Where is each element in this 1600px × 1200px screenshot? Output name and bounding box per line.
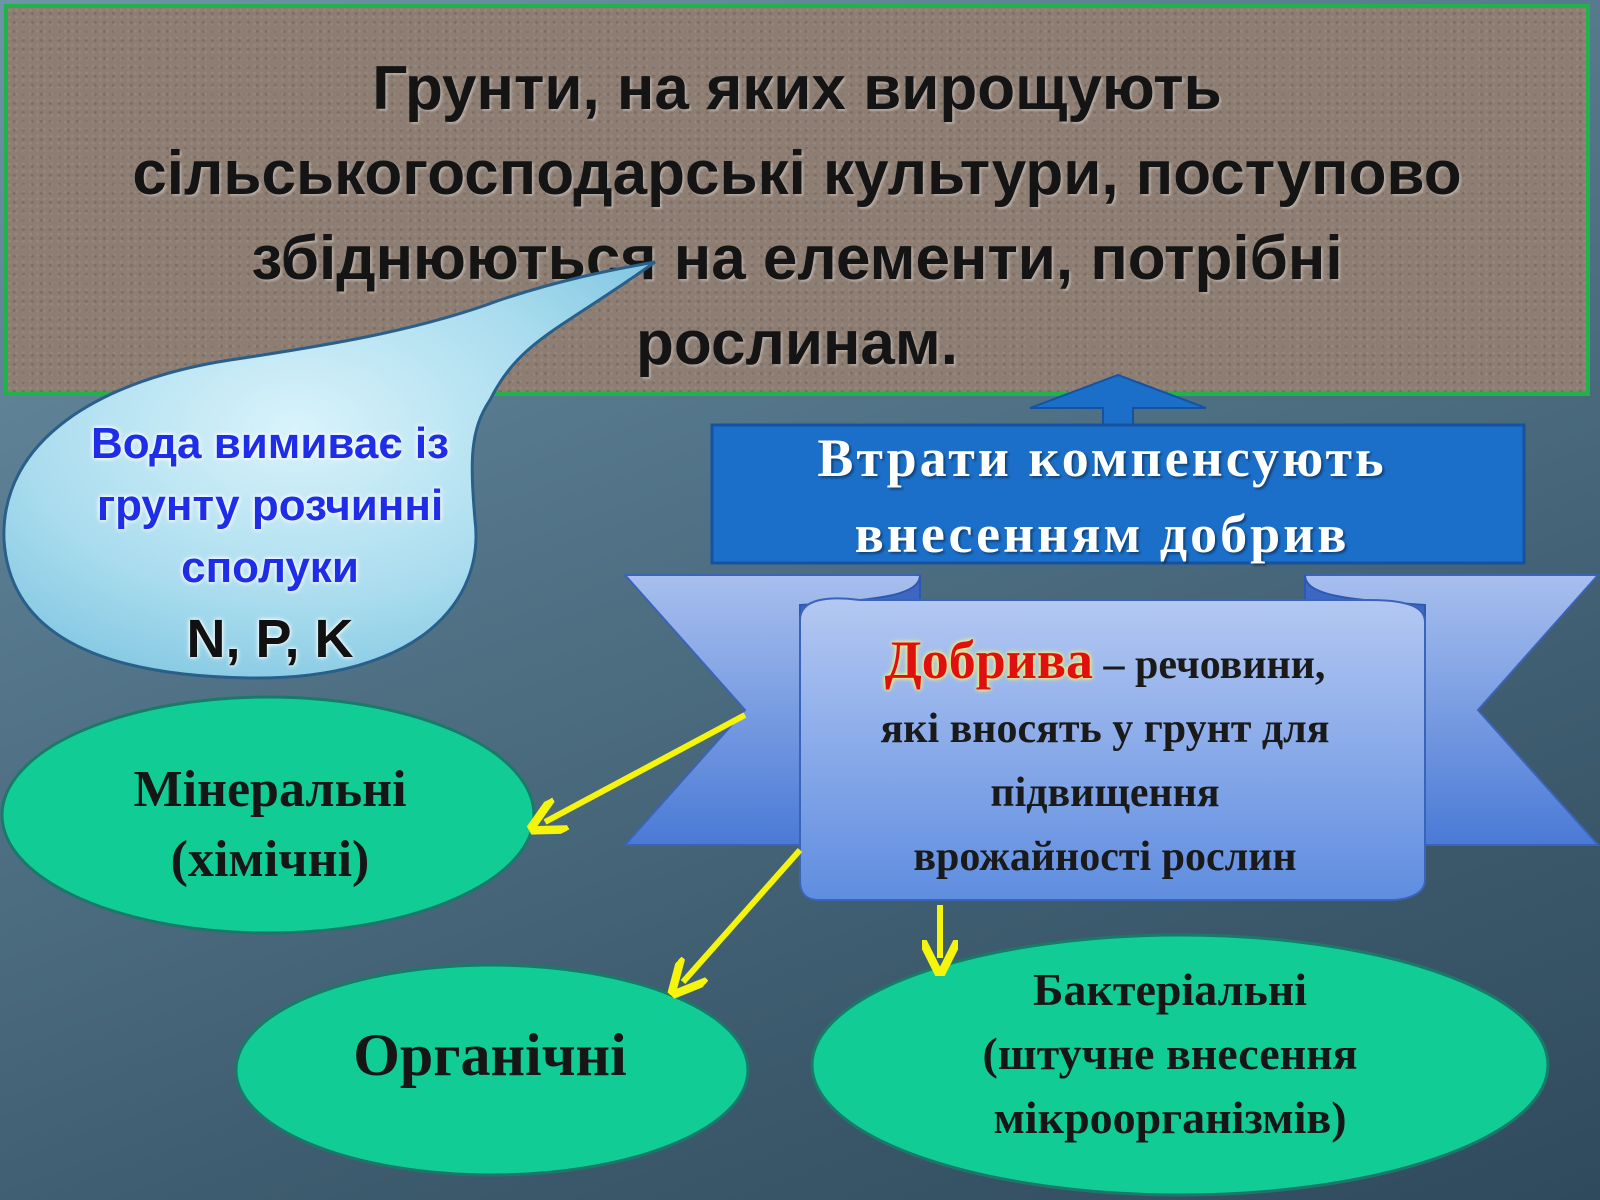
- water-callout-bubble: [2, 260, 656, 680]
- slide-title: Грунти, на яких вирощують сільськогоспод…: [8, 46, 1586, 386]
- definition-line: врожайності рослин: [913, 834, 1297, 880]
- water-line: сполуки: [181, 543, 359, 592]
- mineral-line: (хімічні): [170, 831, 370, 888]
- mineral-label: Мінеральні (хімічні): [60, 755, 480, 895]
- definition-text: Добрива – речовини, які вносять у грунт …: [810, 628, 1400, 889]
- losses-box: [710, 423, 1526, 565]
- definition-term: Добрива: [884, 630, 1094, 690]
- definition-line: які вносять у грунт для: [880, 706, 1330, 752]
- definition-line: підвищення: [990, 770, 1220, 816]
- oval-bacterial: [810, 933, 1550, 1197]
- definition-rest: – речовини,: [1093, 642, 1326, 688]
- losses-line: внесенням добрив: [854, 504, 1350, 564]
- npk-elements: N, P, K: [186, 609, 354, 669]
- oval-organic: [234, 963, 750, 1177]
- definition-scroll: [799, 597, 1426, 901]
- arrow-to-organic: [683, 848, 803, 982]
- definition-first-line: Добрива – речовини,: [810, 628, 1400, 697]
- bacterial-line: (штучне внесення: [982, 1028, 1358, 1079]
- bacterial-label: Бактеріальні (штучне внесення мікроорган…: [860, 958, 1480, 1150]
- losses-text: Втрати компенсують внесенням добрив: [712, 420, 1492, 572]
- mineral-line: Мінеральні: [133, 761, 407, 818]
- title-line: збіднюються на елементи, потрібні: [251, 224, 1343, 293]
- water-line: грунту розчинні: [96, 481, 444, 530]
- title-line: сільськогосподарські культури, поступово: [132, 139, 1462, 208]
- title-line: Грунти, на яких вирощують: [372, 54, 1222, 123]
- losses-line: Втрати компенсують: [817, 428, 1387, 488]
- up-arrow-shape: [1029, 373, 1207, 426]
- water-line: Вода вимиває із: [91, 419, 449, 468]
- bacterial-line: мікроорганізмів): [993, 1092, 1347, 1143]
- soil-title-panel: Грунти, на яких вирощують сільськогоспод…: [4, 4, 1590, 396]
- title-line: рослинам.: [636, 309, 958, 378]
- arrow-to-mineral: [545, 712, 747, 822]
- organic-label: Органічні: [353, 1022, 627, 1088]
- water-callout-text: Вода вимиває із грунту розчинні сполуки: [40, 413, 500, 599]
- bacterial-line: Бактеріальні: [1032, 964, 1308, 1015]
